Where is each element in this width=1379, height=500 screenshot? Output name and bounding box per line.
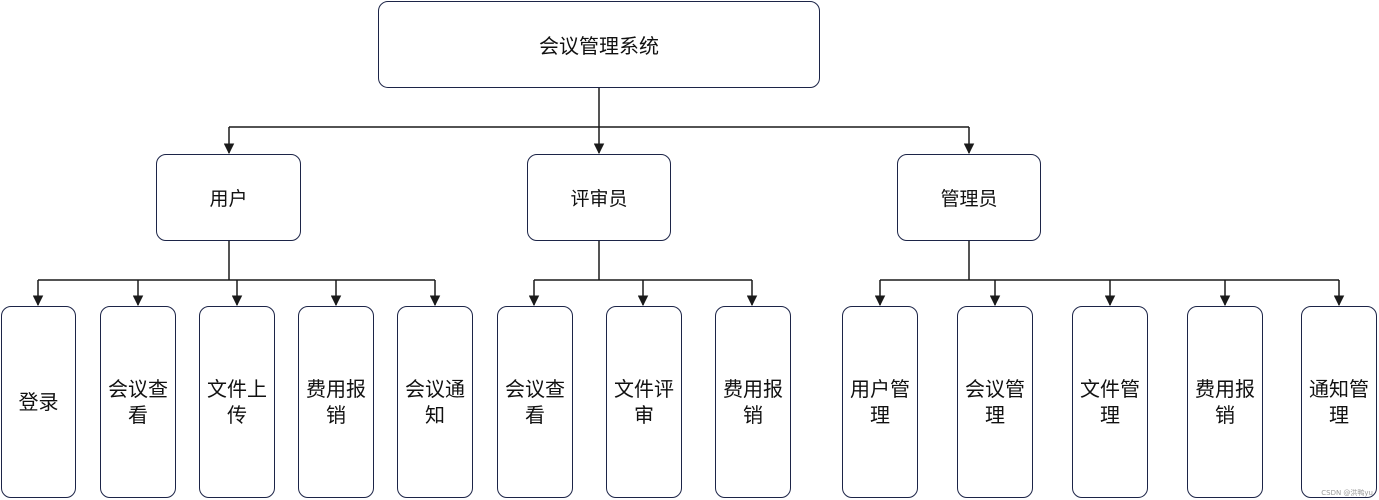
leaf-node: 文件上传 <box>199 306 275 498</box>
leaf-node-label: 会议通知 <box>405 377 465 427</box>
leaf-node: 费用报销 <box>1187 306 1263 498</box>
leaf-node-label: 登录 <box>18 390 59 414</box>
leaf-node: 登录 <box>1 306 76 498</box>
leaf-node: 费用报销 <box>298 306 374 498</box>
group-node-reviewer: 评审员 <box>527 154 671 241</box>
group-node-admin: 管理员 <box>897 154 1041 241</box>
group-node-label: 评审员 <box>570 188 628 210</box>
leaf-node: 用户管理 <box>842 306 918 498</box>
leaf-node-label: 会议管理 <box>965 377 1025 427</box>
leaf-node: 会议查看 <box>100 306 176 498</box>
watermark: CSDN @洪鸭yu <box>1321 489 1373 497</box>
group-node-user: 用户 <box>156 154 301 241</box>
group-node-label: 管理员 <box>940 188 998 210</box>
leaf-node-label: 文件评审 <box>614 377 674 427</box>
leaf-node-label: 文件上传 <box>207 377 267 427</box>
leaf-node: 会议查看 <box>497 306 573 498</box>
root-node-label: 会议管理系统 <box>539 34 659 58</box>
leaf-node: 文件管理 <box>1072 306 1148 498</box>
leaf-node: 通知管理 <box>1301 306 1377 498</box>
leaf-node-label: 费用报销 <box>723 377 783 427</box>
leaf-node: 费用报销 <box>715 306 791 498</box>
leaf-node: 会议通知 <box>397 306 473 498</box>
leaf-node-label: 会议查看 <box>505 377 565 427</box>
root-node: 会议管理系统 <box>378 1 820 88</box>
leaf-node-label: 用户管理 <box>850 377 910 427</box>
leaf-node: 文件评审 <box>606 306 682 498</box>
leaf-node-label: 通知管理 <box>1309 377 1369 427</box>
leaf-node-label: 文件管理 <box>1080 377 1140 427</box>
leaf-node-label: 会议查看 <box>108 377 168 427</box>
leaf-node-label: 费用报销 <box>1195 377 1255 427</box>
leaf-node: 会议管理 <box>957 306 1033 498</box>
leaf-node-label: 费用报销 <box>306 377 366 427</box>
group-node-label: 用户 <box>209 188 248 210</box>
